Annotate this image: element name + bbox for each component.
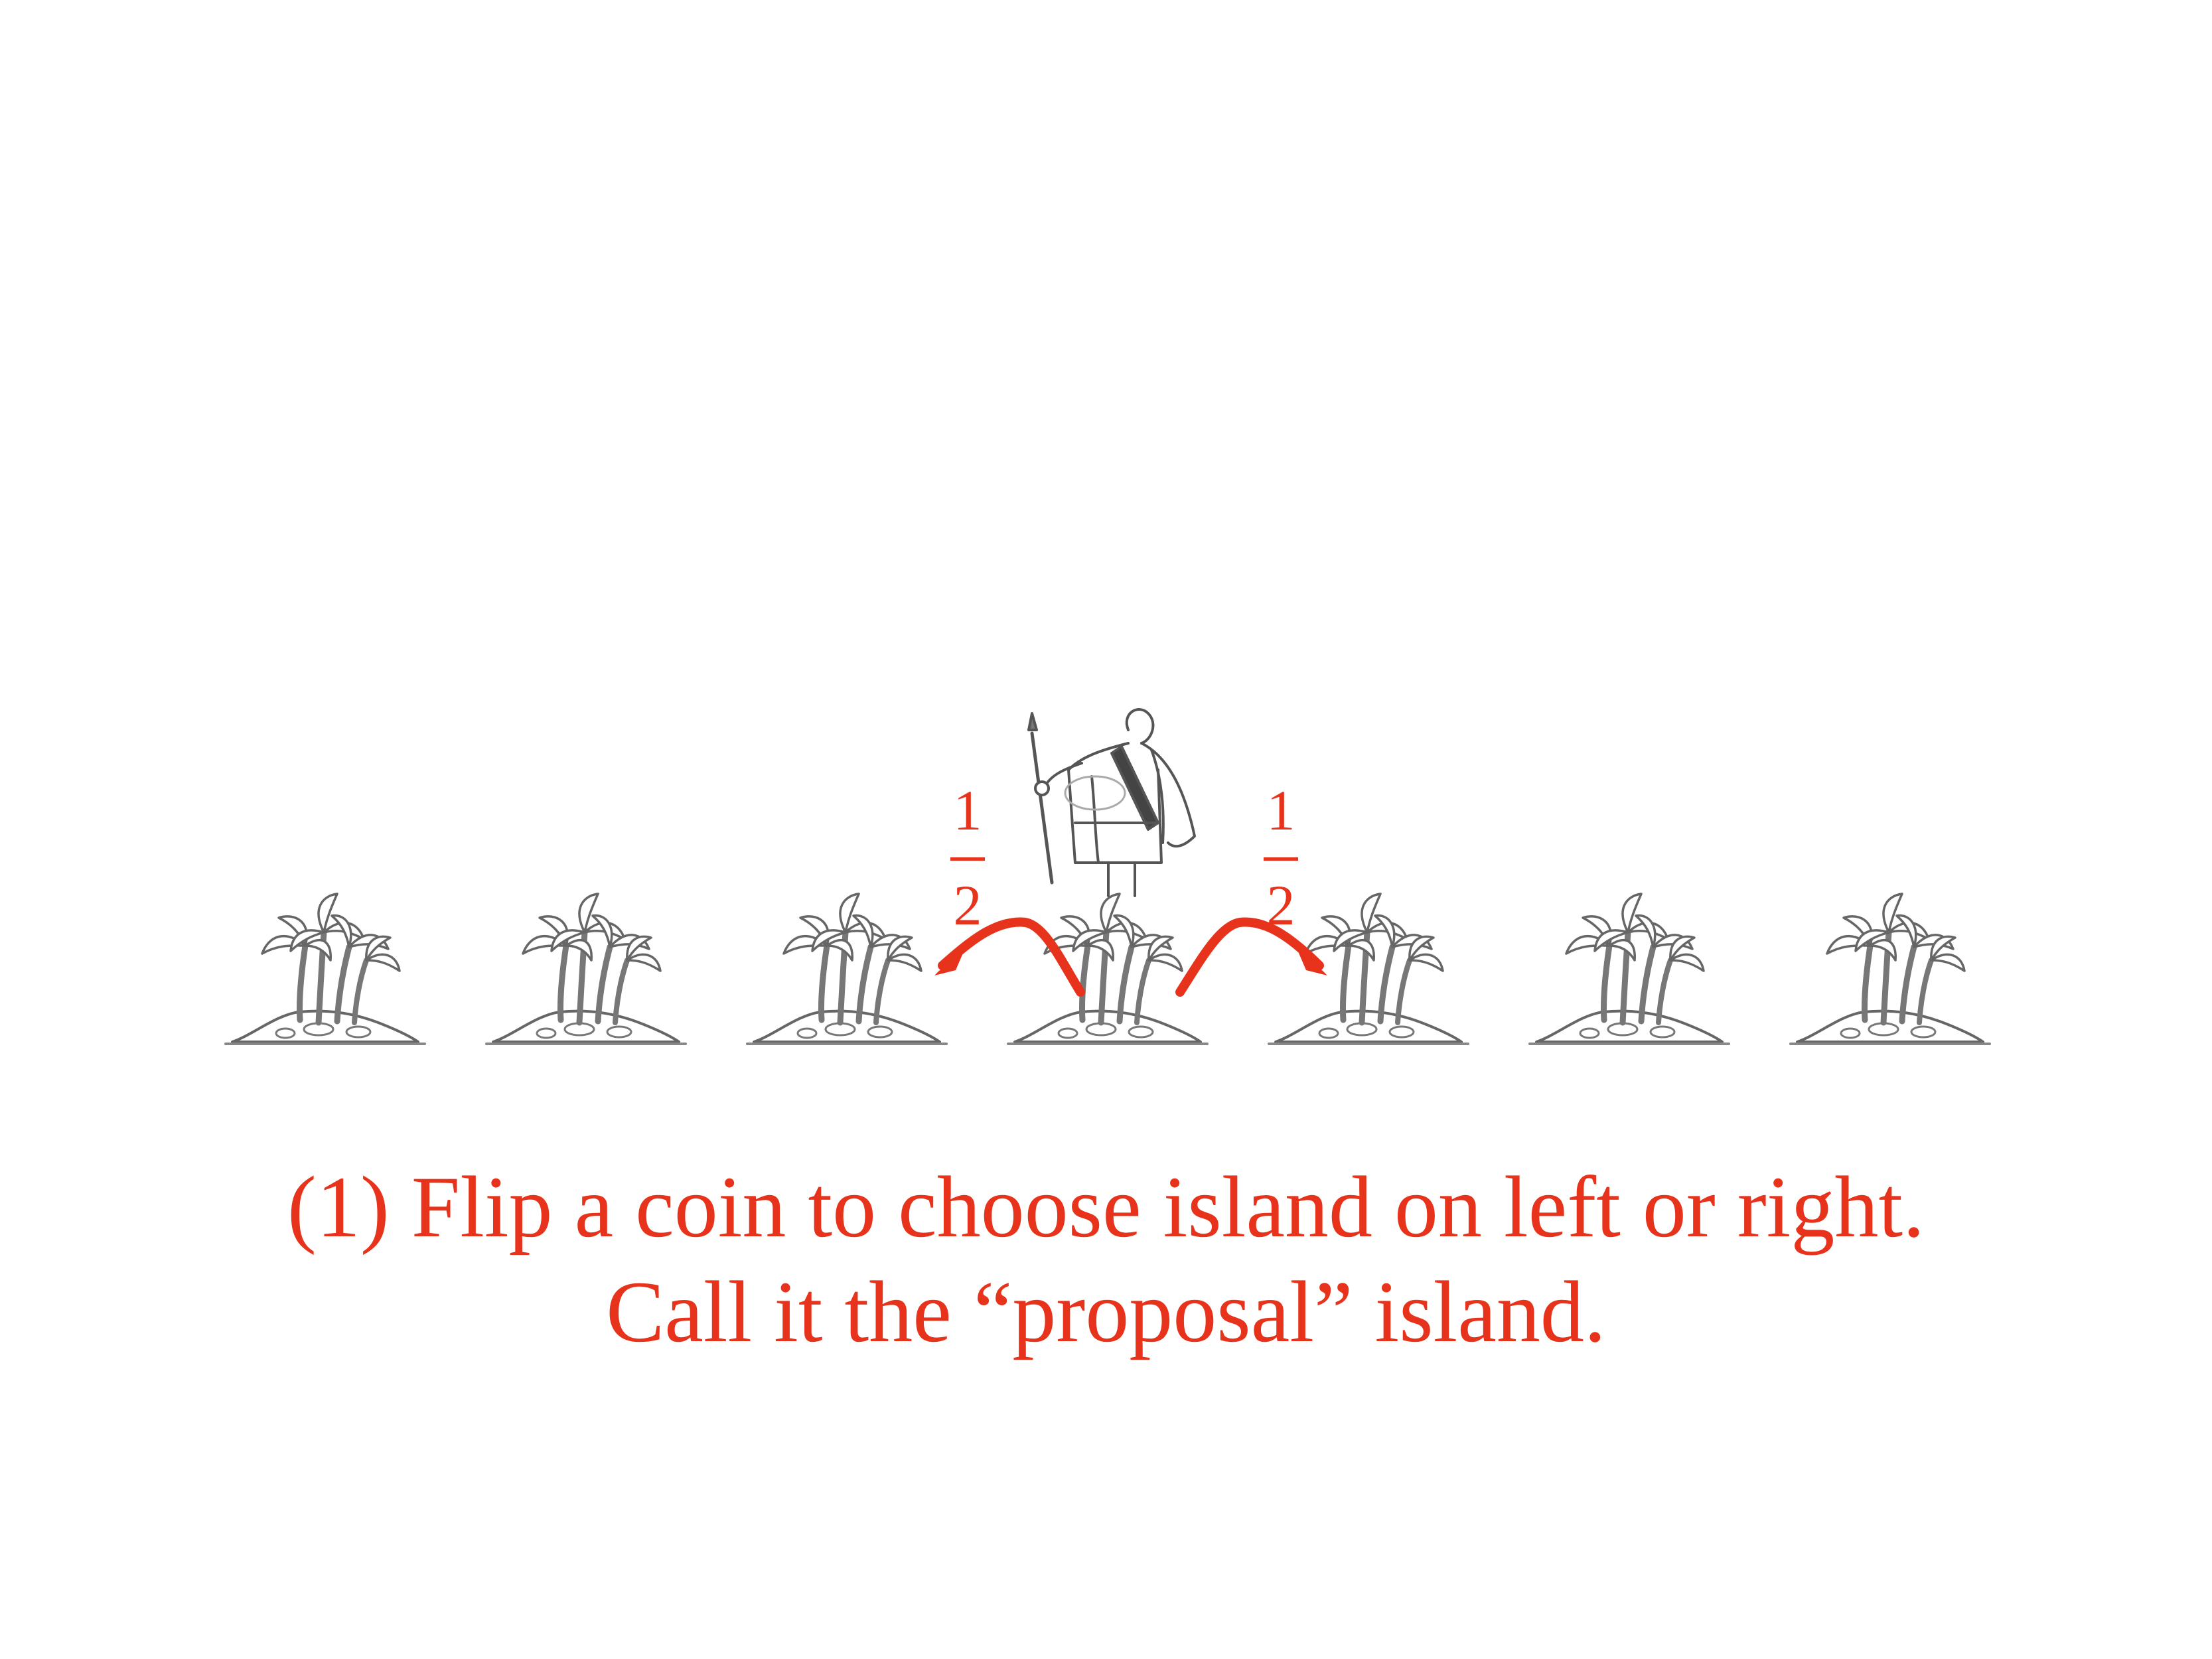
- fraction-bar: [1264, 857, 1298, 861]
- left-probability-denominator: 2: [953, 873, 982, 937]
- palm-island-icon: [1791, 894, 1990, 1044]
- proposal-arrows: [934, 917, 1327, 997]
- palm-island-icon: [1530, 894, 1729, 1044]
- right-arrowhead-icon: [1294, 942, 1327, 975]
- current-island-icon: [1008, 894, 1207, 1044]
- right-probability: 1 2: [1254, 782, 1307, 934]
- palm-island-icon: [226, 894, 425, 1044]
- right-probability-denominator: 2: [1266, 873, 1295, 937]
- caption-line-2: Call it the “proposal” island.: [606, 1263, 1606, 1360]
- left-probability: 1 2: [941, 782, 994, 934]
- caption-line-1: (1) Flip a coin to choose island on left…: [287, 1158, 1925, 1256]
- fraction-bar: [950, 857, 985, 861]
- caption: (1) Flip a coin to choose island on left…: [0, 1155, 2212, 1364]
- palm-island-icon: [486, 894, 686, 1044]
- right-probability-numerator: 1: [1266, 778, 1295, 842]
- king-figure-icon: [1027, 708, 1196, 897]
- palm-island-icon: [747, 894, 946, 1044]
- left-probability-numerator: 1: [953, 778, 982, 842]
- islands-row: [226, 894, 1990, 1044]
- left-arrowhead-icon: [934, 942, 968, 975]
